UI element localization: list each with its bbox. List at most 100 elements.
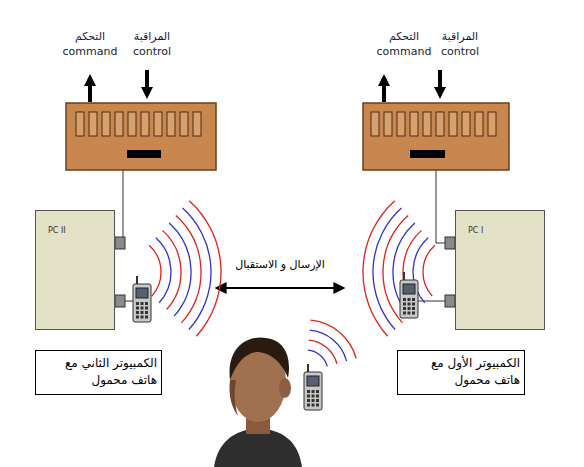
device-bar: [127, 150, 161, 158]
device-slot: [89, 112, 97, 136]
mobile-phone: [400, 272, 418, 318]
phone-key: [408, 312, 411, 315]
device-slot: [436, 112, 444, 136]
device-slots: [76, 112, 201, 136]
device-body: [363, 103, 509, 170]
device-slot: [397, 112, 405, 136]
phone-key: [312, 404, 315, 407]
device-slot: [115, 112, 123, 136]
arrow-label: الإرسال و الاستقبال: [215, 258, 345, 272]
control-arrow: [145, 70, 149, 93]
device-slot: [384, 112, 392, 136]
device-slot: [180, 112, 188, 136]
radio-wave: [162, 230, 181, 309]
phone-key: [312, 399, 315, 402]
device-slot: [154, 112, 162, 136]
computer-box: PC I: [455, 210, 545, 330]
radio-wave: [183, 208, 211, 329]
wire: [436, 170, 445, 243]
phone-key: [316, 399, 319, 402]
device-slot: [462, 112, 470, 136]
phone-key: [136, 316, 139, 319]
radio-wave: [189, 201, 221, 337]
radio-wave: [311, 320, 357, 358]
phone-key: [316, 404, 319, 407]
device-slot: [102, 112, 110, 136]
phone-body: [304, 372, 322, 410]
phone-key: [145, 311, 148, 314]
mobile-phone: [133, 276, 151, 322]
transmission-arrow: [217, 287, 343, 289]
phone-key: [403, 307, 406, 310]
device-slot: [193, 112, 201, 136]
phone-screen: [403, 284, 415, 294]
phone-key: [412, 298, 415, 301]
phone-key: [145, 307, 148, 310]
phone-key: [141, 307, 144, 310]
antenna: [136, 276, 138, 284]
antenna: [403, 272, 405, 280]
device-slot: [488, 112, 496, 136]
phone-key: [307, 390, 310, 393]
device-bar: [410, 150, 445, 158]
phone-key: [145, 302, 148, 305]
control-device: [363, 103, 509, 170]
box-text: PC II: [48, 225, 72, 236]
radio-wave: [310, 330, 347, 361]
signal-panel: التحكم commandالمراقبة control: [48, 25, 258, 69]
ear: [279, 378, 291, 398]
phone-key: [316, 395, 319, 398]
device-slot: [76, 112, 84, 136]
phone-key: [307, 395, 310, 398]
device-slot: [475, 112, 483, 136]
radio-waves: [149, 201, 435, 367]
box-text: الكمبيوتر الثاني مع هاتف محمول: [40, 355, 157, 389]
box-text: المراقبة control: [430, 29, 490, 59]
device-body: [66, 103, 216, 170]
phone-key: [412, 307, 415, 310]
box-text: الكمبيوتر الأول مع هاتف محمول: [402, 355, 520, 389]
phone-key: [307, 404, 310, 407]
port: [445, 295, 455, 307]
phone-key: [408, 298, 411, 301]
face-shade: [229, 380, 238, 416]
radio-wave: [308, 350, 327, 366]
box-text: التحكم command: [374, 29, 434, 59]
phone-screen: [136, 288, 148, 298]
radio-wave: [363, 201, 395, 337]
phone-body: [400, 280, 418, 318]
radio-wave: [309, 340, 337, 364]
device-slot: [128, 112, 136, 136]
hair: [230, 337, 289, 380]
port: [115, 295, 125, 307]
phone-body: [133, 284, 151, 322]
caption-box: الكمبيوتر الثاني مع هاتف محمول: [35, 350, 162, 395]
phone-key: [312, 390, 315, 393]
command-arrow: [382, 80, 386, 102]
cable: [125, 301, 133, 302]
radio-wave: [176, 216, 201, 323]
phone-key: [141, 316, 144, 319]
phone-key: [408, 307, 411, 310]
mobile-phone: [304, 364, 322, 410]
phone-key: [141, 302, 144, 305]
port: [445, 237, 455, 249]
radio-wave: [156, 238, 171, 303]
phone-key: [316, 390, 319, 393]
phone-key: [141, 311, 144, 314]
phone-key: [408, 303, 411, 306]
wire: [115, 170, 123, 243]
phone-key: [136, 302, 139, 305]
radio-wave: [169, 223, 191, 316]
device-slot: [167, 112, 175, 136]
control-device: [66, 103, 216, 170]
phone-key: [412, 312, 415, 315]
signal-panel: التحكم commandالمراقبة control: [370, 25, 580, 69]
radio-wave: [373, 208, 401, 329]
box-text: PC I: [468, 225, 492, 236]
phone-key: [312, 395, 315, 398]
device-slot: [423, 112, 431, 136]
device-slots: [371, 112, 496, 136]
antenna: [307, 364, 309, 372]
